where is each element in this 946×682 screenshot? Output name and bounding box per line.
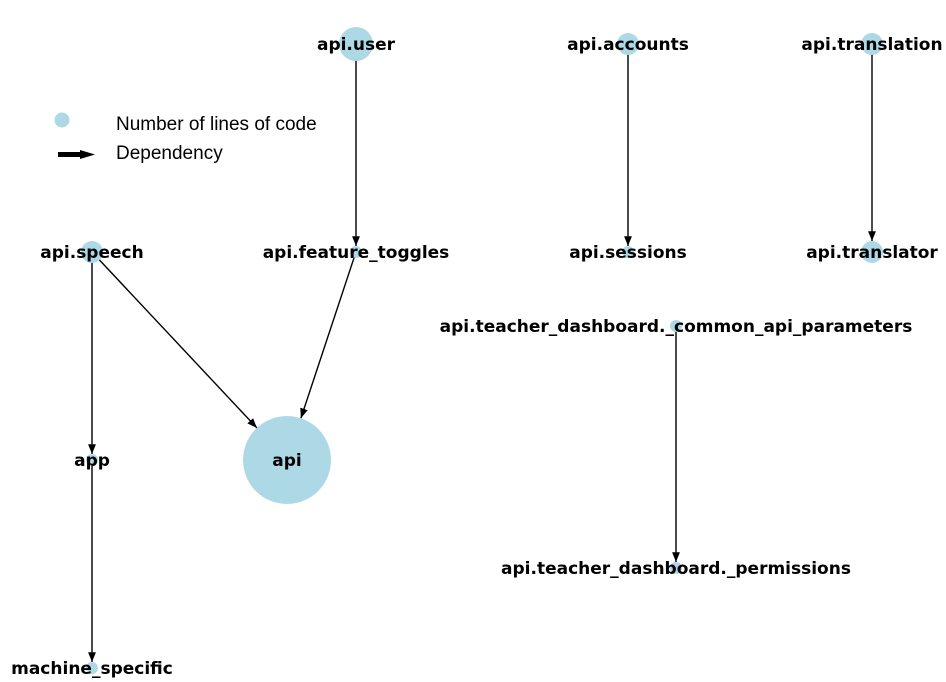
node-app [86, 454, 98, 466]
node-label-api-feature-toggles: api.feature_toggles [263, 243, 450, 263]
node-api-user [339, 27, 373, 61]
node-api-teacher-dashboard-permissions [670, 562, 682, 574]
node-label-api-translator: api.translator [806, 243, 938, 263]
edges-layer [88, 48, 876, 662]
node-label-api-user: api.user [317, 35, 396, 55]
legend-node-label: Number of lines of code [116, 114, 317, 135]
legend-dependency-arrow-icon [58, 150, 95, 159]
node-api-speech [81, 241, 103, 263]
node-api-translator [861, 241, 883, 263]
node-label-api-speech: api.speech [40, 243, 143, 263]
node-api-translation [861, 33, 883, 55]
nodes-layer [81, 27, 883, 674]
node-label-api-translation: api.translation [801, 35, 942, 55]
node-api-sessions [622, 246, 634, 258]
node-machine-specific [86, 662, 98, 674]
legend: Number of lines of code Dependency [54, 112, 317, 164]
legend-edge-label: Dependency [116, 143, 223, 164]
node-label-api-accounts: api.accounts [567, 35, 689, 55]
labels-layer: api.user api.accounts api.translation api.s… [11, 35, 942, 679]
node-label-api-teacher-dashboard-permissions: api.teacher_dashboard._permissions [501, 559, 851, 579]
node-label-api-teacher-dashboard-common-api-parameters: api.teacher_dashboard._common_api_parame… [440, 317, 913, 337]
node-label-app: app [74, 451, 110, 471]
edge-api-speech-to-api [94, 254, 258, 429]
node-label-api: api [272, 451, 301, 471]
node-api-feature-toggles [350, 246, 362, 258]
node-api-teacher-dashboard-common-api-parameters [670, 320, 682, 332]
node-label-machine-specific: machine_specific [11, 659, 173, 679]
node-api [243, 416, 331, 504]
node-api-accounts [617, 33, 639, 55]
legend-node-icon [54, 112, 70, 128]
edge-api-feature-toggles-to-api [300, 255, 356, 419]
node-label-api-sessions: api.sessions [569, 243, 687, 263]
